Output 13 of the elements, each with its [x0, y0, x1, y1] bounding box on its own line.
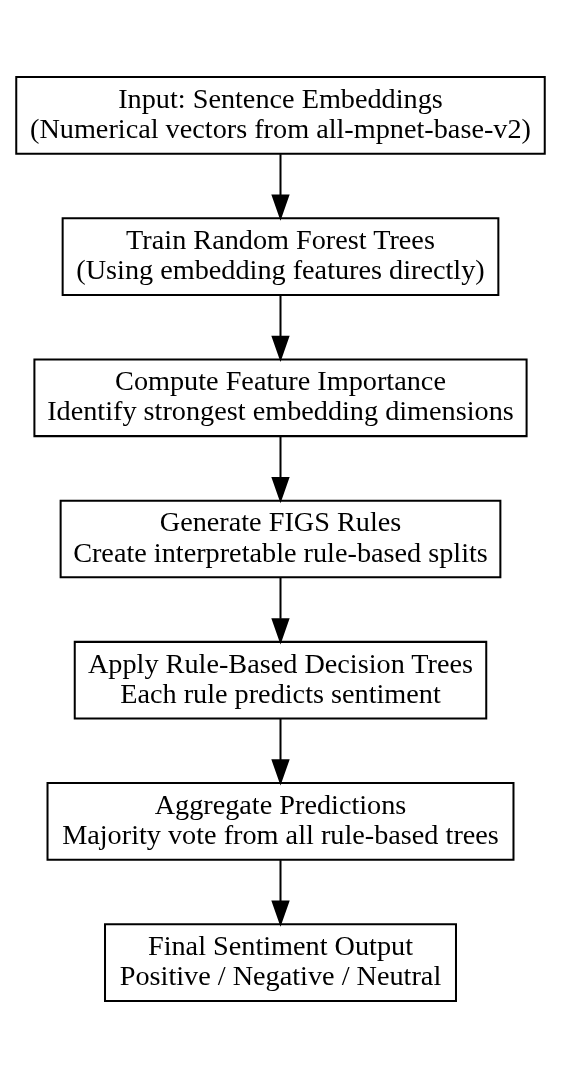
arrow [271, 436, 290, 504]
arrow [271, 154, 290, 221]
node-box: Compute Feature Importance Identify strongest embedding dimensions [33, 358, 528, 438]
node-box: Train Random Forest Trees (Using embedding features directly) [61, 217, 500, 296]
node-box: Generate FIGS Rules Create interpretable rule-based splits [59, 499, 502, 579]
arrow [271, 860, 290, 927]
node-box: Final Sentiment Output Positive / Negative / Neutral [104, 923, 457, 1002]
node-box: Aggregate Predictions Majority vote from all rule-based trees [46, 782, 515, 861]
arrow [271, 295, 290, 362]
node-box: Input: Sentence Embeddings (Numerical vectors from all-mpnet-base-v2) [15, 76, 546, 155]
arrow [271, 718, 290, 786]
arrow [271, 577, 290, 645]
node-box: Apply Rule-Based Decision Trees Each rule predicts sentiment [73, 640, 488, 720]
